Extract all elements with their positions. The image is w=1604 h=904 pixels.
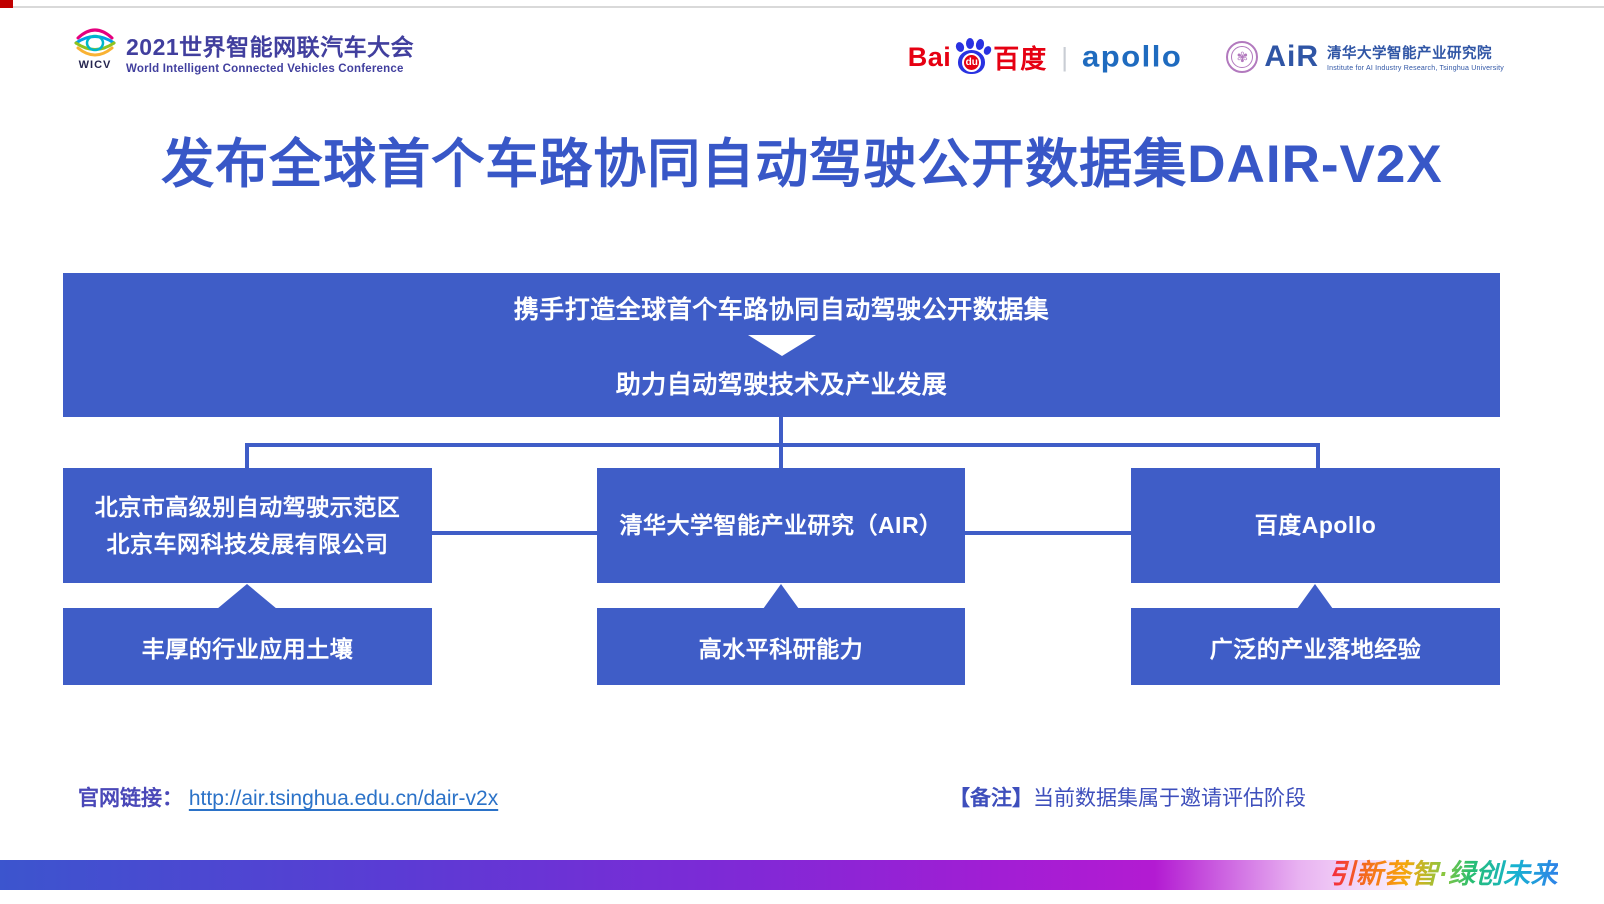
- top-border-line: [0, 6, 1604, 8]
- note-label: 【备注】: [949, 787, 1033, 810]
- link-label: 官网链接: [78, 787, 162, 810]
- connector-line: [779, 417, 783, 445]
- wicv-logo-block: WICV: [74, 28, 116, 71]
- up-arrow-icon: [217, 584, 277, 609]
- connector-line: [432, 531, 597, 535]
- org-line: 北京市高级别自动驾驶示范区: [94, 493, 401, 520]
- note-row: 【备注】当前数据集属于邀请评估阶段: [949, 782, 1306, 812]
- air-en-text: Institute for AI Industry Research, Tsin…: [1326, 65, 1504, 72]
- wicv-logo: WICV 2021世界智能网联汽车大会 World Intelligent Co…: [74, 28, 414, 75]
- org-box-beijing: 北京市高级别自动驾驶示范区 北京车网科技发展有限公司: [63, 468, 432, 583]
- connector-line: [245, 445, 249, 469]
- conference-subtitle: World Intelligent Connected Vehicles Con…: [126, 63, 404, 75]
- slogan: 引新荟智·绿创未来: [1318, 852, 1558, 891]
- link-colon: ：: [162, 787, 183, 810]
- connector-line: [1316, 445, 1320, 469]
- org-line: 百度Apollo: [1254, 512, 1377, 538]
- wicv-text: 2021世界智能网联汽车大会 World Intelligent Connect…: [126, 28, 414, 75]
- air-cn-text: 清华大学智能产业研究院: [1326, 46, 1492, 62]
- strength-box-industry: 丰厚的行业应用土壤: [63, 608, 432, 685]
- org-line: 北京车网科技发展有限公司: [106, 530, 389, 557]
- top-banner-line2: 助力自动驾驶技术及产业发展: [615, 370, 948, 399]
- apollo-logo: apollo: [1082, 39, 1183, 74]
- connector-line: [965, 531, 1131, 535]
- org-line: 清华大学智能产业研究（AIR）: [619, 512, 943, 538]
- baidu-du-text: du: [965, 57, 978, 68]
- baidu-logo: Bai du 百度: [908, 38, 1048, 76]
- conference-title: 2021世界智能网联汽车大会: [126, 34, 415, 60]
- top-banner-box: 携手打造全球首个车路协同自动驾驶公开数据集 助力自动驾驶技术及产业发展: [63, 273, 1500, 417]
- logo-divider: |: [1061, 41, 1069, 72]
- connector-line: [779, 445, 783, 469]
- down-arrow-icon: [747, 334, 816, 356]
- wicv-globe-icon: [74, 28, 116, 57]
- strength-box-research: 高水平科研能力: [597, 608, 965, 685]
- air-text: 清华大学智能产业研究院 Institute for AI Industry Re…: [1327, 42, 1504, 72]
- header-logos: Bai du 百度 | apollo AiR 清华大学智能产业研究院 Insti…: [908, 38, 1504, 76]
- corner-red-mark: [0, 0, 13, 8]
- up-arrow-icon: [763, 584, 799, 609]
- website-link-row: 官网链接： http://air.tsinghua.edu.cn/dair-v2…: [78, 782, 498, 812]
- top-banner-line1: 携手打造全球首个车路协同自动驾驶公开数据集: [513, 295, 1050, 324]
- bottom-gradient-bar: [0, 860, 1604, 890]
- note-text: 当前数据集属于邀请评估阶段: [1033, 787, 1306, 810]
- page-title: 发布全球首个车路协同自动驾驶公开数据集DAIR-V2X: [161, 135, 1443, 194]
- strength-box-experience: 广泛的产业落地经验: [1131, 608, 1500, 685]
- wicv-abbr: WICV: [78, 59, 112, 71]
- baidu-cn-text: 百度: [993, 43, 1048, 74]
- org-box-baidu-apollo: 百度Apollo: [1131, 468, 1500, 583]
- baidu-bai-text: Bai: [907, 41, 952, 72]
- air-abbr-text: AiR: [1264, 40, 1319, 73]
- air-logo: AiR 清华大学智能产业研究院 Institute for AI Industr…: [1226, 40, 1504, 74]
- up-arrow-icon: [1297, 584, 1333, 609]
- dataset-url-link[interactable]: http://air.tsinghua.edu.cn/dair-v2x: [188, 787, 499, 810]
- tsinghua-emblem-icon: [1226, 41, 1259, 73]
- org-box-air: 清华大学智能产业研究（AIR）: [597, 468, 965, 583]
- baidu-paw-icon: du: [953, 38, 993, 76]
